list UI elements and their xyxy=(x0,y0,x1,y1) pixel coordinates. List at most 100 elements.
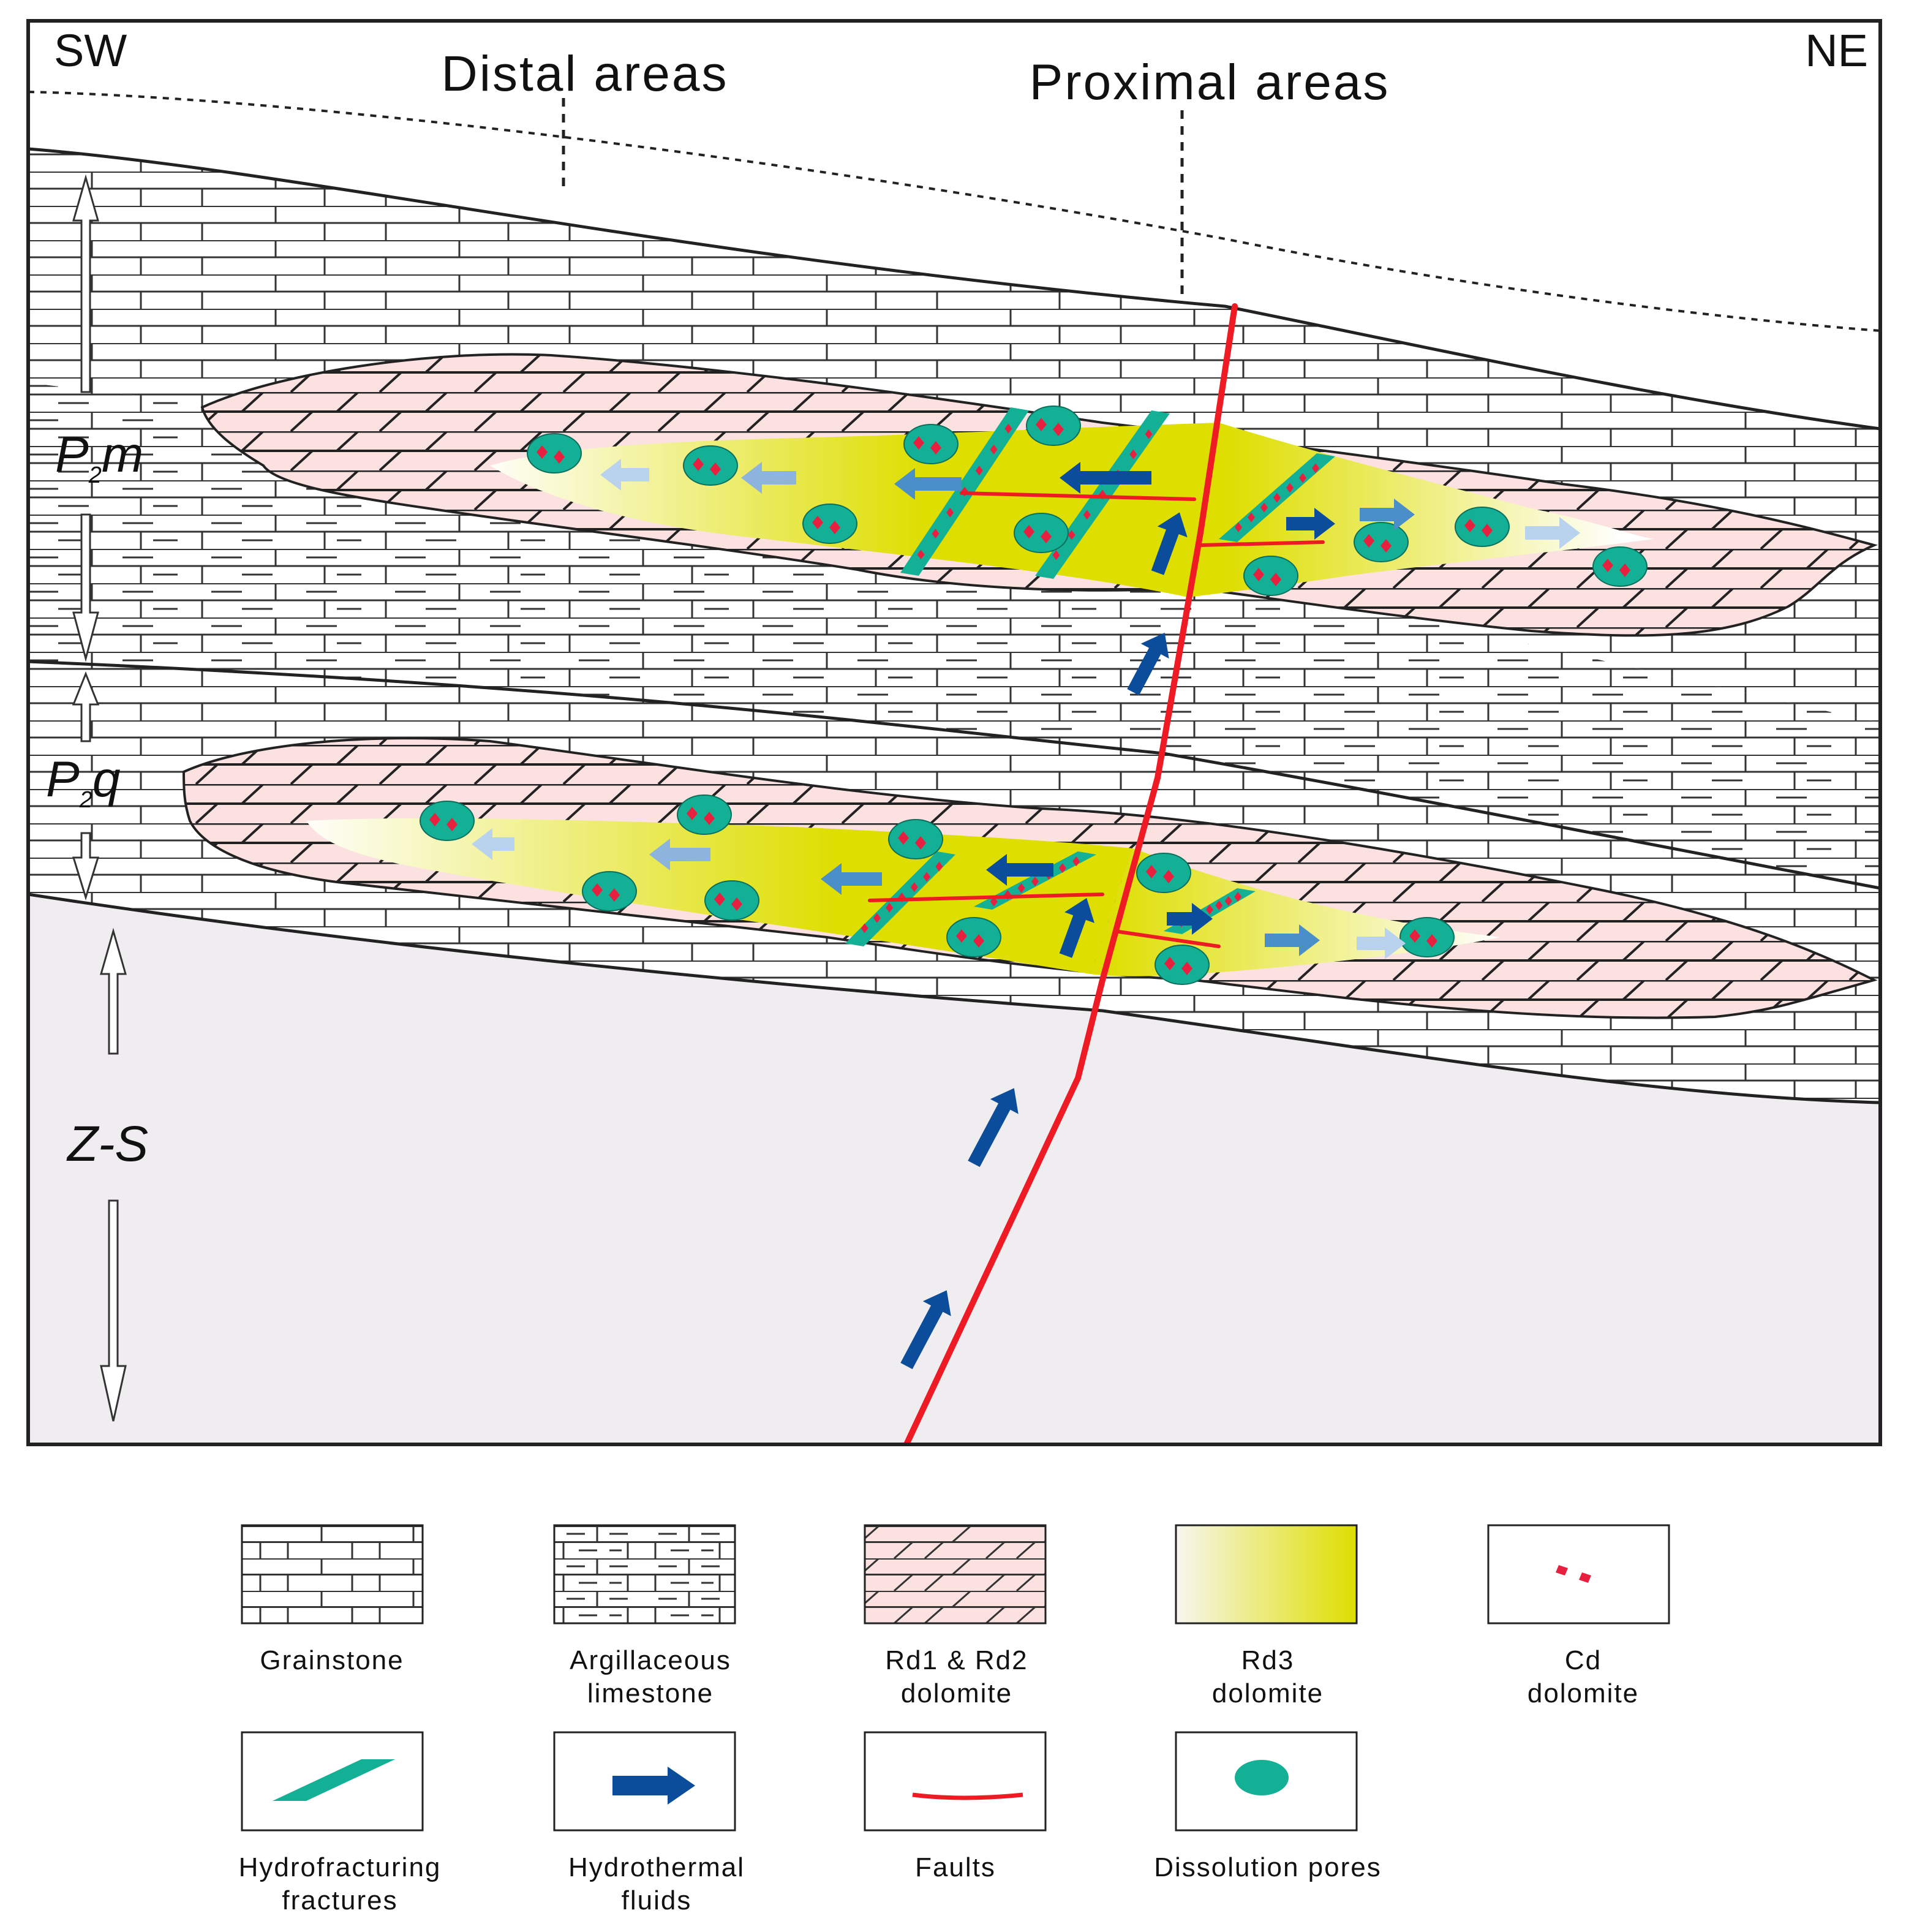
faults-group xyxy=(868,303,1325,1444)
blue-arrow-icon xyxy=(612,1767,695,1805)
dissolution-pore-5 xyxy=(802,504,857,544)
green-fracture-icon xyxy=(273,1759,395,1801)
dissolution-pore-15 xyxy=(704,880,759,921)
zs-top-arrow xyxy=(100,927,127,1055)
hydrothermal-fluid-arrow-3 xyxy=(1127,632,1169,696)
zs-bottom-arrow xyxy=(100,1199,127,1422)
cd-dolomite-rhomb xyxy=(873,913,881,923)
hydrothermal-fluid-arrow-2 xyxy=(968,1088,1019,1168)
svg-text:Dissolution pores: Dissolution pores xyxy=(1154,1852,1382,1882)
stratum-label-p2q: P2q xyxy=(46,752,121,813)
cd-dolomite-rhomb xyxy=(1235,522,1242,532)
dissolution-pore-17 xyxy=(1136,853,1191,893)
hydrothermal-fluid-arrow-1 xyxy=(900,1290,951,1370)
cd-dolomite-rhomb xyxy=(1286,483,1294,493)
hydrothermal-fluid-arrow-10 xyxy=(1286,508,1335,540)
legend-item-faults: Faults xyxy=(864,1731,1047,1882)
dissolution-pore-4 xyxy=(1026,406,1081,446)
legend-item-grainstone: Grainstone xyxy=(241,1524,424,1675)
cd-dolomite-rhomb xyxy=(990,896,998,907)
hydrothermal-fluid-arrow-4 xyxy=(1151,512,1188,575)
cd-dolomite-rhomb xyxy=(932,529,940,539)
green-ellipse-icon xyxy=(1235,1760,1289,1795)
cd-dolomite-rhomb xyxy=(917,549,925,560)
cd-dolomite-rhomb xyxy=(1072,856,1080,867)
hydrothermal-fluid-arrow-12 xyxy=(1525,517,1580,549)
cd-dolomite-rhomb xyxy=(1273,492,1281,503)
hydrothermal-fluid-arrow-9 xyxy=(600,459,649,491)
cd-dolomite-rhomb xyxy=(1129,449,1137,459)
pink-dolomite-pattern-icon xyxy=(864,1524,1047,1624)
red-rhomb-icon xyxy=(1556,1565,1591,1583)
dissolution-pore-11 xyxy=(420,801,475,841)
distal-areas-label: Distal areas xyxy=(442,46,729,102)
rd3-dolomite-upper-body-left xyxy=(490,423,1219,597)
hydrothermal-fluid-arrow-18 xyxy=(1265,924,1320,956)
cd-dolomite-rhomb xyxy=(1260,502,1268,513)
hydrothermal-fluid-arrow-14 xyxy=(821,863,882,895)
yellow-gradient-icon xyxy=(1175,1524,1358,1624)
dissolution-pore-6 xyxy=(1014,513,1069,553)
cd-dolomite-rhomb xyxy=(1083,510,1091,520)
hydrothermal-fluid-arrow-17 xyxy=(1167,903,1213,935)
cd-dolomite-rhomb xyxy=(1215,900,1223,910)
cd-dolomite-rhomb xyxy=(1058,863,1066,874)
dissolution-pore-9 xyxy=(1455,507,1510,547)
sw-label: SW xyxy=(54,25,127,76)
hydrothermal-fluid-arrow-16 xyxy=(472,828,514,860)
cd-dolomite-rhomb xyxy=(1031,877,1039,886)
stratum-label-zs: Z-S xyxy=(66,1116,148,1172)
basement-z-s xyxy=(28,894,1880,1444)
hydrothermal-fluid-arrow-11 xyxy=(1360,499,1415,530)
section-frame xyxy=(26,19,1882,1446)
cd-dolomite-rhomb xyxy=(1224,896,1232,906)
cd-dolomite-rhomb xyxy=(886,902,894,913)
red-fault-line-icon xyxy=(912,1792,1023,1800)
cd-dolomite-rhomb xyxy=(1052,550,1060,560)
cd-dolomite-rhomb xyxy=(910,882,918,892)
dissolution-pore-18 xyxy=(1155,945,1210,985)
p2m-top-arrow xyxy=(72,174,99,393)
cd-dolomite-rhomb xyxy=(935,861,943,872)
cd-dolomite-rhomb xyxy=(1234,892,1242,902)
hydrothermal-fluid-arrow-6 xyxy=(1060,462,1151,494)
cd-dolomite-rhomb xyxy=(861,923,868,934)
cd-dolomite-rhomb xyxy=(1068,530,1075,540)
cd-dolomite-rhomb xyxy=(1248,512,1255,523)
proximal-areas-label: Proximal areas xyxy=(1030,55,1390,110)
cd-dolomite-rhomb xyxy=(975,466,983,476)
dissolution-pore-2 xyxy=(683,445,738,486)
hydrothermal-fluid-arrow-19 xyxy=(1357,927,1406,959)
cd-dolomite-rhomb xyxy=(1299,473,1306,483)
cd-dolomite-rhomb xyxy=(1004,423,1012,434)
p2m-bottom-arrow xyxy=(72,513,99,662)
dissolution-pore-19 xyxy=(1399,917,1455,957)
p2q-top-arrow xyxy=(72,671,100,742)
cd-dolomite-rhomb xyxy=(923,872,931,882)
stratum-label-p2m: P2m xyxy=(55,427,143,488)
cd-dolomite-rhomb xyxy=(946,507,954,518)
legend-item-dissolution-pores: Dissolution pores xyxy=(1154,1731,1382,1882)
dissolution-pore-3 xyxy=(903,424,959,464)
brick-dash-pattern-icon xyxy=(553,1524,736,1624)
hydrothermal-fluid-arrows-group xyxy=(472,459,1580,1370)
hydrothermal-fluid-arrow-13 xyxy=(986,854,1053,886)
main-fault xyxy=(903,303,1238,1444)
brick-pattern-icon xyxy=(241,1524,424,1624)
dissolution-pore-8 xyxy=(1354,522,1409,562)
dissolution-pore-14 xyxy=(582,871,637,911)
hydrothermal-fluid-arrow-7 xyxy=(894,468,962,500)
stratigraphic-range-arrows xyxy=(72,174,127,1422)
dissolution-pore-12 xyxy=(677,794,732,835)
dissolution-pore-13 xyxy=(888,819,943,859)
cd-dolomite-rhomb xyxy=(1145,429,1153,439)
